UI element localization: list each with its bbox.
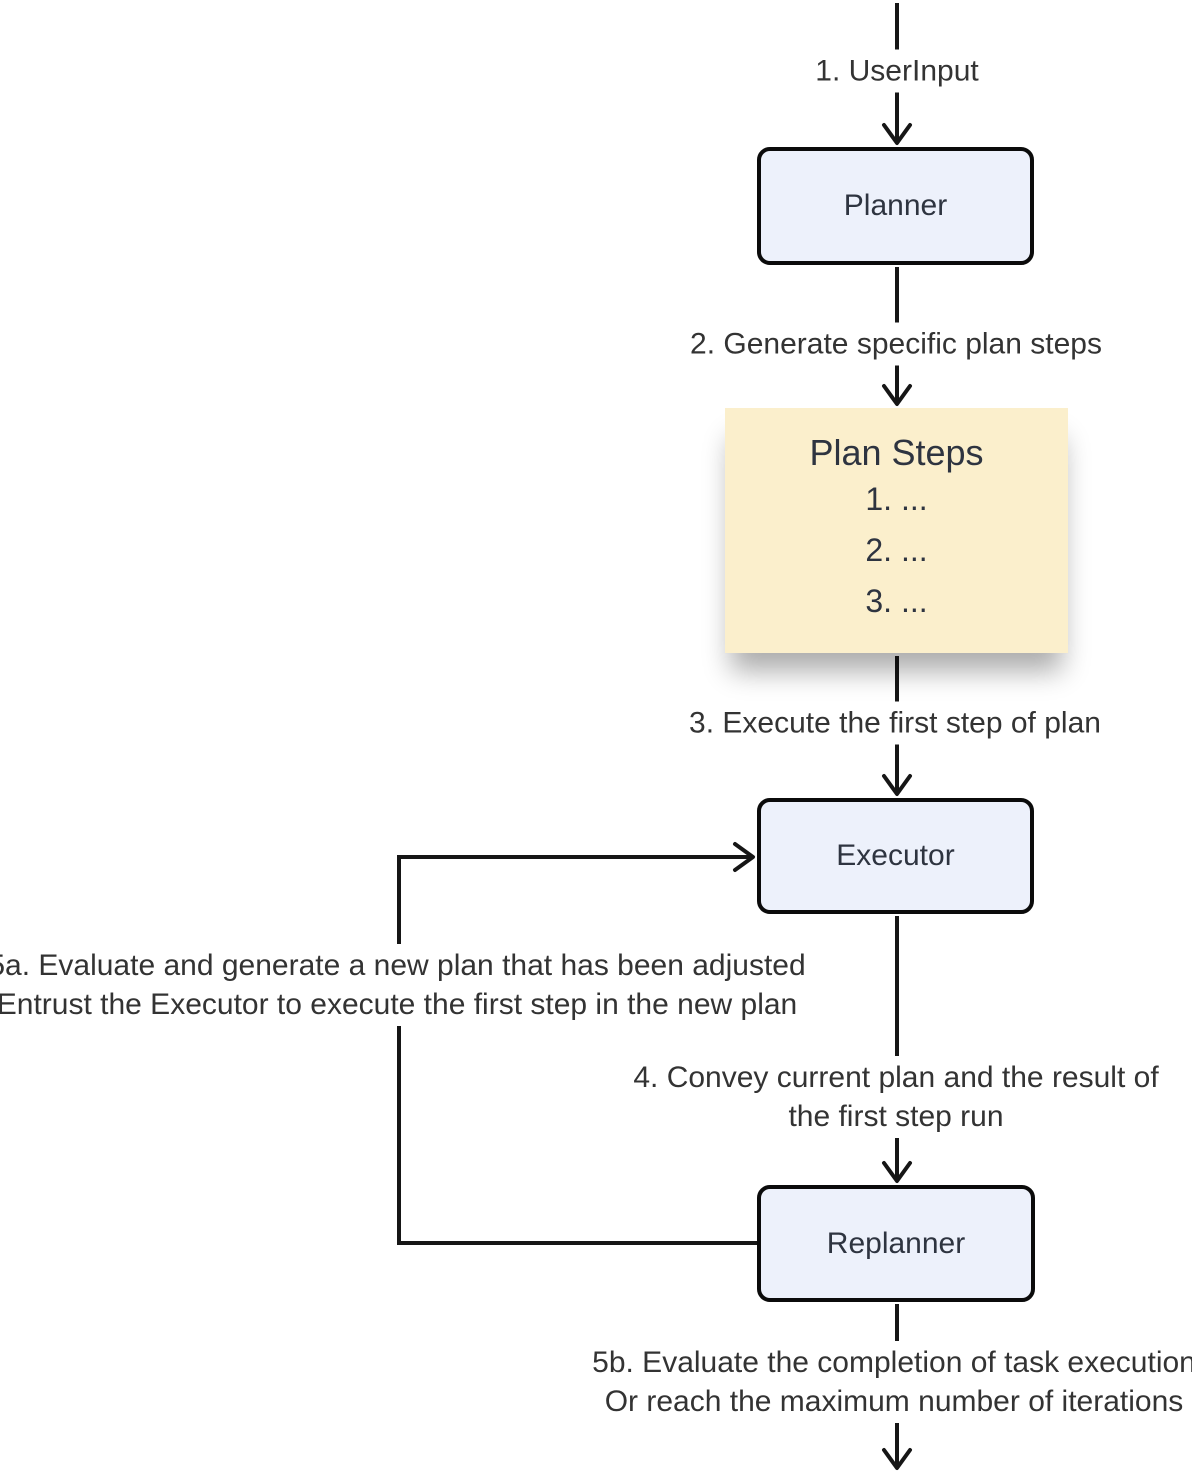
node-plan-steps: Plan Steps 1. ... 2. ... 3. ...: [725, 408, 1068, 653]
edge-label-generate-steps: 2. Generate specific plan steps: [682, 322, 1110, 366]
edge-label-line: 2. Generate specific plan steps: [690, 327, 1102, 361]
node-executor: Executor: [757, 798, 1034, 914]
edge-label-line: Or reach the maximum number of iteration…: [604, 1385, 1184, 1418]
plan-step-item: 1. ...: [865, 481, 928, 517]
edge-label-user-input: 1. UserInput: [807, 49, 987, 93]
edge-label-line: 3. Execute the first step of plan: [689, 706, 1101, 740]
plan-steps-title: Plan Steps: [809, 432, 984, 473]
edge-label-replan-loop: 5a. Evaluate and generate a new plan tha…: [0, 944, 814, 1026]
plan-step-item: 2. ...: [865, 532, 928, 568]
node-replanner: Replanner: [757, 1185, 1035, 1302]
edge-label-line: Entrust the Executor to execute the firs…: [0, 988, 798, 1021]
edge-label-execute-first: 3. Execute the first step of plan: [681, 701, 1109, 745]
edge-label-line: 5b. Evaluate the completion of task exec…: [592, 1346, 1192, 1379]
node-planner: Planner: [757, 147, 1034, 265]
edge-label-line: the first step run: [788, 1100, 1004, 1133]
edge-label-convey-result: 4. Convey current plan and the result of…: [625, 1056, 1167, 1138]
node-executor-label: Executor: [836, 839, 955, 872]
edge-replanner-loop-to-executor-line: [397, 842, 757, 1245]
node-replanner-label: Replanner: [826, 1226, 966, 1260]
edge-label-line: 5a. Evaluate and generate a new plan tha…: [0, 949, 806, 982]
edge-label-line: 1. UserInput: [815, 54, 979, 88]
edge-label-finish: 5b. Evaluate the completion of task exec…: [584, 1341, 1192, 1423]
edge-label-line: 4. Convey current plan and the result of: [633, 1061, 1159, 1094]
node-planner-label: Planner: [843, 189, 948, 222]
plan-step-item: 3. ...: [865, 583, 928, 619]
